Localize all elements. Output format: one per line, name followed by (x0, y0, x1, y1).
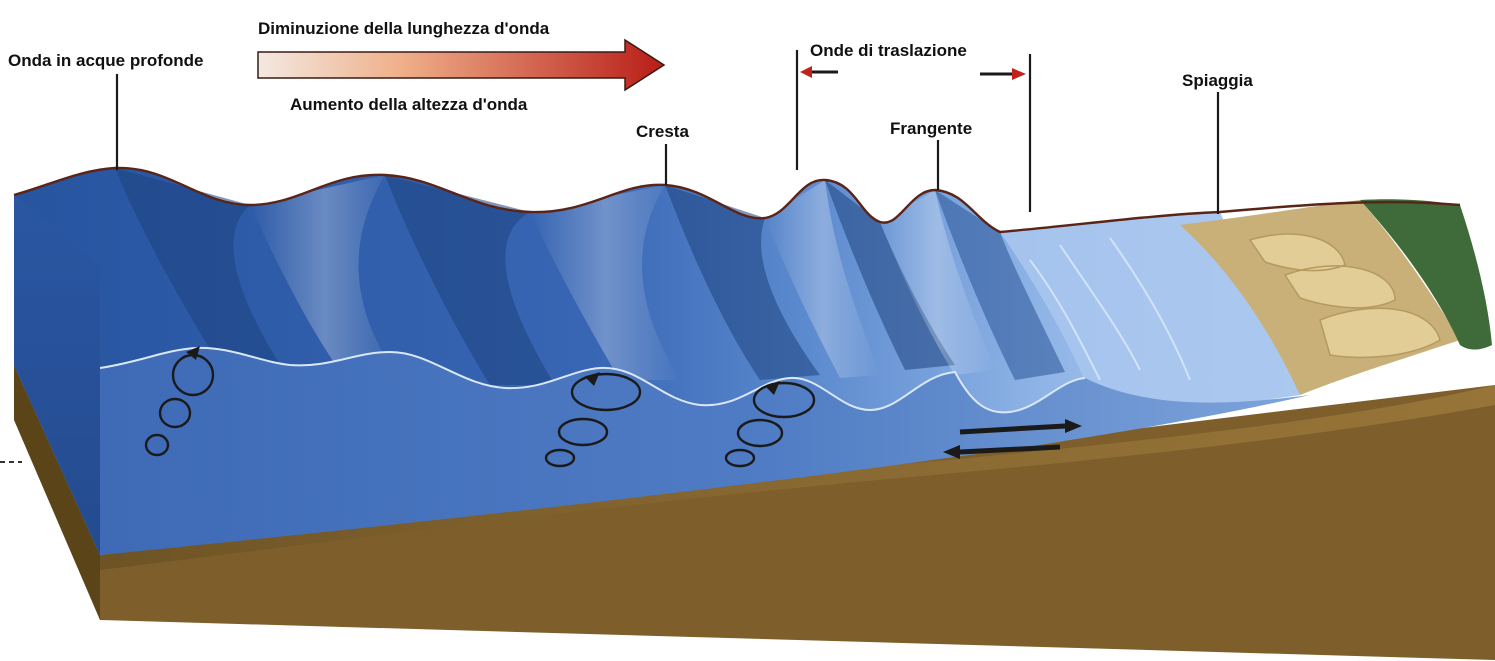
label-breaker: Frangente (890, 119, 972, 138)
translation-waves-arrows (800, 66, 1026, 80)
label-wave-height-increase: Aumento della altezza d'onda (290, 95, 528, 114)
label-wavelength-decrease: Diminuzione della lunghezza d'onda (258, 19, 550, 38)
arrow-right-icon (1012, 68, 1026, 80)
label-translation-waves: Onde di traslazione (810, 41, 967, 60)
label-crest: Cresta (636, 122, 689, 141)
gradient-arrow (258, 40, 664, 90)
label-beach: Spiaggia (1182, 71, 1253, 90)
label-deep-water-wave: Onda in acque profonde (8, 51, 204, 70)
arrow-left-icon (800, 66, 812, 78)
